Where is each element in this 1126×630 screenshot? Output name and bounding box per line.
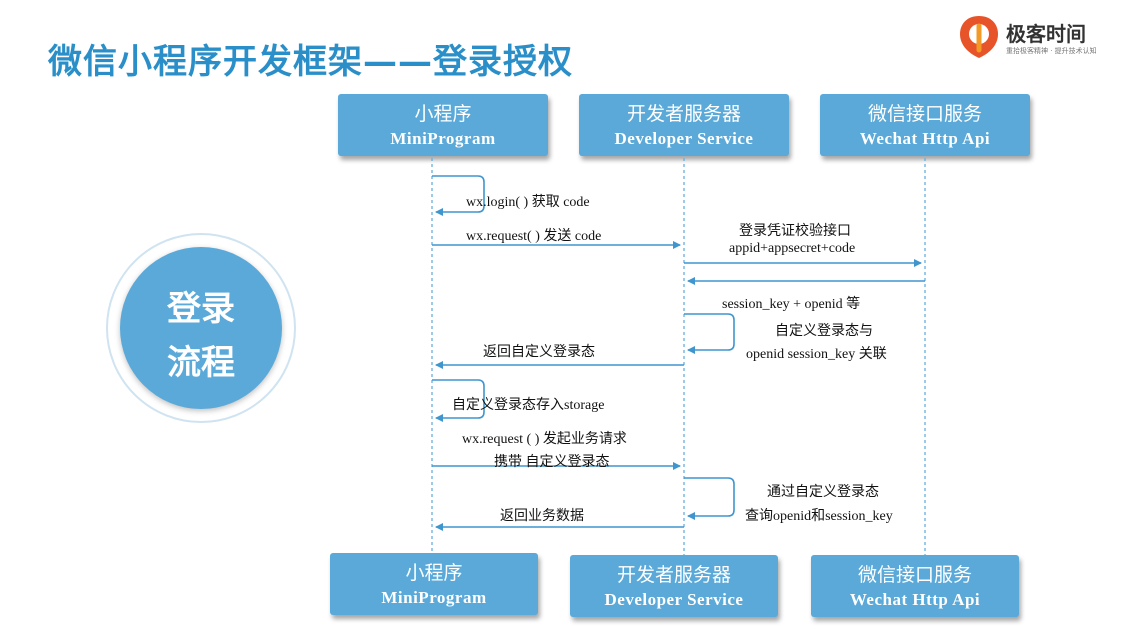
message-business-request-1: wx.request ( ) 发起业务请求 [462, 432, 627, 447]
message-associate-2: openid session_key 关联 [746, 347, 887, 362]
participant-en: MiniProgram [381, 588, 487, 607]
message-business-request-2: 携带 自定义登录态 [494, 455, 610, 470]
participant-en: Wechat Http Api [849, 590, 981, 609]
arrow-associate-loop [684, 313, 735, 354]
message-code2session-title: 登录凭证校验接口 [739, 224, 851, 239]
logo-mark-icon [960, 16, 998, 58]
login-flow-circle: 登录 流程 [120, 247, 282, 409]
participant-zh: 微信接口服务 [857, 564, 972, 586]
message-return-business-data: 返回业务数据 [500, 509, 584, 524]
participant-developer-service-top: 开发者服务器 Developer Service [579, 94, 789, 156]
participant-en: Wechat Http Api [859, 129, 991, 148]
participant-zh: 小程序 [414, 103, 472, 125]
logo-name: 极客时间 [1006, 22, 1086, 46]
participant-en: MiniProgram [390, 129, 496, 148]
message-send-code: wx.request( ) 发送 code [466, 229, 602, 244]
participant-wechat-api-bottom: 微信接口服务 Wechat Http Api [811, 555, 1019, 617]
message-storage: 自定义登录态存入storage [452, 398, 605, 413]
participant-wechat-api-top: 微信接口服务 Wechat Http Api [820, 94, 1030, 156]
participant-en: Developer Service [604, 590, 744, 609]
participant-zh: 开发者服务器 [616, 564, 731, 586]
message-query-1: 通过自定义登录态 [767, 485, 879, 500]
participant-miniprogram-top: 小程序 MiniProgram [338, 94, 548, 156]
participant-developer-service-bottom: 开发者服务器 Developer Service [570, 555, 778, 617]
message-query-2: 查询openid和session_key [745, 509, 893, 524]
message-return-login-state: 返回自定义登录态 [483, 345, 595, 360]
participant-en: Developer Service [614, 129, 754, 148]
message-associate-1: 自定义登录态与 [775, 324, 873, 339]
logo-slogan: 重拾极客精神 · 提升技术认知 [1006, 47, 1097, 55]
participant-zh: 微信接口服务 [867, 103, 982, 125]
arrow-query-loop [684, 477, 735, 520]
message-wx-login: wx.login( ) 获取 code [466, 195, 590, 210]
page-title: 微信小程序开发框架——登录授权 [48, 42, 573, 82]
circle-line-2: 流程 [167, 343, 235, 383]
participant-zh: 小程序 [405, 562, 463, 584]
arrow-wx-login-loop [432, 175, 485, 216]
message-code2session-params: appid+appsecret+code [729, 241, 856, 256]
circle-line-1: 登录 [167, 289, 235, 329]
message-session-return: session_key + openid 等 [722, 297, 861, 312]
brand-logo: 极客时间 重拾极客精神 · 提升技术认知 [958, 14, 1118, 62]
arrow-storage-loop [432, 379, 485, 422]
participant-zh: 开发者服务器 [626, 103, 741, 125]
participant-miniprogram-bottom: 小程序 MiniProgram [330, 553, 538, 615]
